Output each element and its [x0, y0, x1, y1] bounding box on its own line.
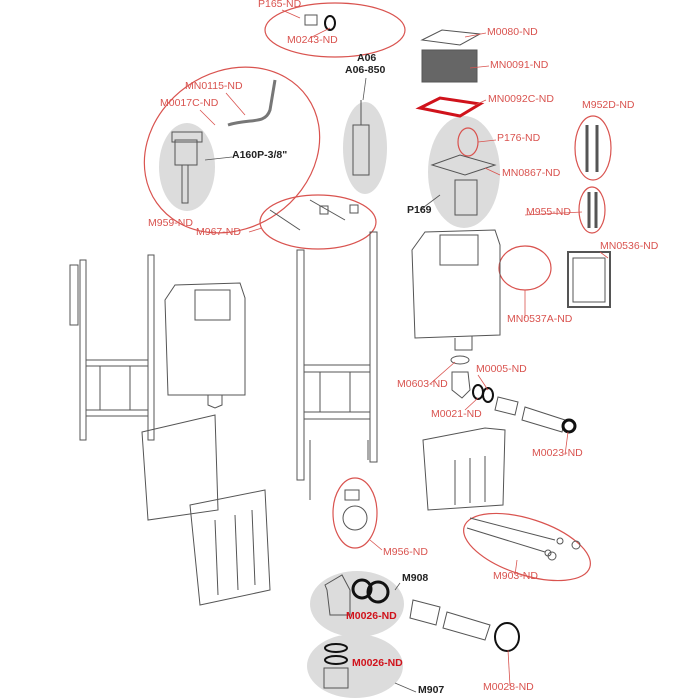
- m955-rods: [587, 192, 598, 228]
- m903-rods: [466, 517, 581, 561]
- label-m0603-nd: M0603-ND: [397, 378, 448, 390]
- label-a06: A06: [357, 52, 377, 64]
- mn0537a-group-outline: [498, 245, 552, 291]
- outlet-pipes: [494, 396, 577, 434]
- label-m907: M907: [418, 684, 445, 696]
- a160p-valve: [171, 131, 203, 204]
- m908-highlight: [310, 571, 404, 637]
- label-m903-nd: M903-ND: [493, 570, 538, 582]
- label-m0026-nd-lower: M0026-ND: [352, 657, 403, 669]
- label-m955-nd: M955-ND: [526, 206, 571, 218]
- label-p176-nd: P176-ND: [497, 132, 541, 144]
- bottom-panel: [422, 427, 506, 511]
- label-mn0115-nd: MN0115-ND: [185, 80, 243, 92]
- left-cistern: [164, 282, 246, 409]
- left-frame: [69, 254, 155, 441]
- label-m952d-nd: M952D-ND: [582, 99, 635, 111]
- p165-group-outline: [264, 2, 406, 58]
- label-mn0091-nd: MN0091-ND: [490, 59, 549, 71]
- label-mn0867-nd: MN0867-ND: [502, 167, 561, 179]
- label-m959-nd: M959-ND: [148, 217, 193, 229]
- m0080-cover: [420, 29, 482, 46]
- bottom-pipes: [409, 599, 520, 652]
- label-m967-nd: M967-ND: [196, 226, 241, 238]
- label-a06-850: A06-850: [345, 64, 386, 76]
- label-mn0092c-nd: MN0092C-ND: [488, 93, 554, 105]
- label-m0021-nd: M0021-ND: [431, 408, 482, 420]
- label-m908: M908: [402, 572, 429, 584]
- mn0092c-frame: [415, 96, 485, 118]
- m967-group-outline: [259, 194, 377, 250]
- label-m0005-nd: M0005-ND: [476, 363, 527, 375]
- m908-elbow: [324, 574, 390, 616]
- label-mn0536-nd: MN0536-ND: [600, 240, 659, 252]
- label-m0023-nd: M0023-ND: [532, 447, 583, 459]
- a06-highlight: [343, 102, 387, 194]
- m907-highlight: [307, 634, 403, 698]
- m952d-group-outline: [574, 115, 612, 181]
- m956-group-outline: [332, 477, 378, 549]
- label-p165-nd: P165-ND: [258, 0, 302, 10]
- m903-group-outline: [463, 512, 591, 582]
- m907-adapter: [323, 643, 349, 689]
- label-m0017c-nd: M0017C-ND: [160, 97, 219, 109]
- label-a160p-3-8: A160P-3/8": [232, 149, 288, 161]
- m952d-rods: [585, 125, 599, 172]
- label-m0026-nd-upper: M0026-ND: [346, 610, 397, 622]
- left-panels: [141, 414, 271, 606]
- label-p169: P169: [407, 204, 432, 216]
- a06-valve: [352, 100, 370, 176]
- m956-clamp: [342, 489, 368, 531]
- label-m0028-nd: M0028-ND: [483, 681, 534, 693]
- right-cistern: [411, 229, 501, 351]
- outlet-elbow: [450, 355, 471, 399]
- p169-highlight: [428, 116, 500, 228]
- outlet-seals: [472, 384, 494, 403]
- mn0867-plate: [430, 154, 497, 216]
- m955-group-outline: [578, 186, 606, 234]
- mn0115-hose: [227, 79, 277, 127]
- m967-brackets: [269, 199, 359, 231]
- label-m0243-nd: M0243-ND: [287, 34, 338, 46]
- label-m0080-nd: M0080-ND: [487, 26, 538, 38]
- a160p-highlight: [159, 123, 215, 211]
- p165-connector: [304, 14, 336, 31]
- mn0536-plate: [567, 251, 611, 308]
- label-mn0537a-nd: MN0537A-ND: [507, 313, 573, 325]
- label-m956-nd: M956-ND: [383, 546, 428, 558]
- mn0091-box: [421, 49, 478, 83]
- middle-frame: [296, 231, 378, 500]
